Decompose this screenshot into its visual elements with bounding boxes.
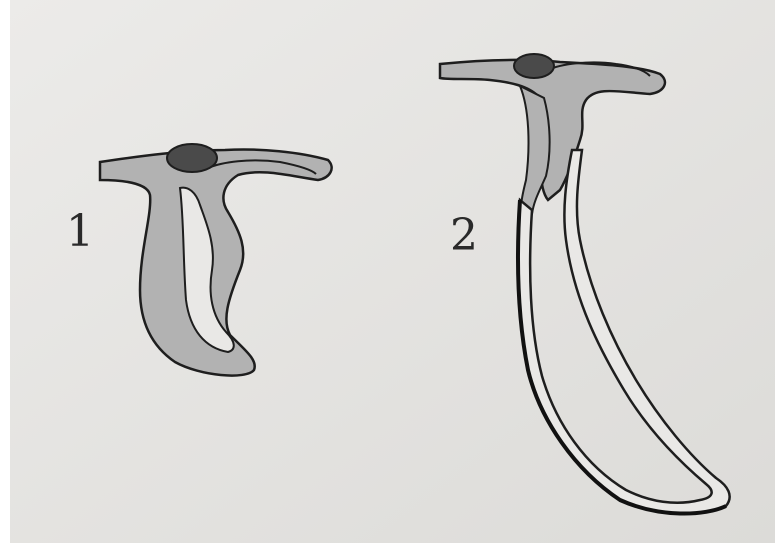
figure-2-label: 2 [450, 210, 478, 261]
figure-1-label: 1 [66, 206, 94, 257]
figure-2-dark-blob [514, 54, 554, 78]
figure-1-dark-blob [167, 144, 217, 172]
